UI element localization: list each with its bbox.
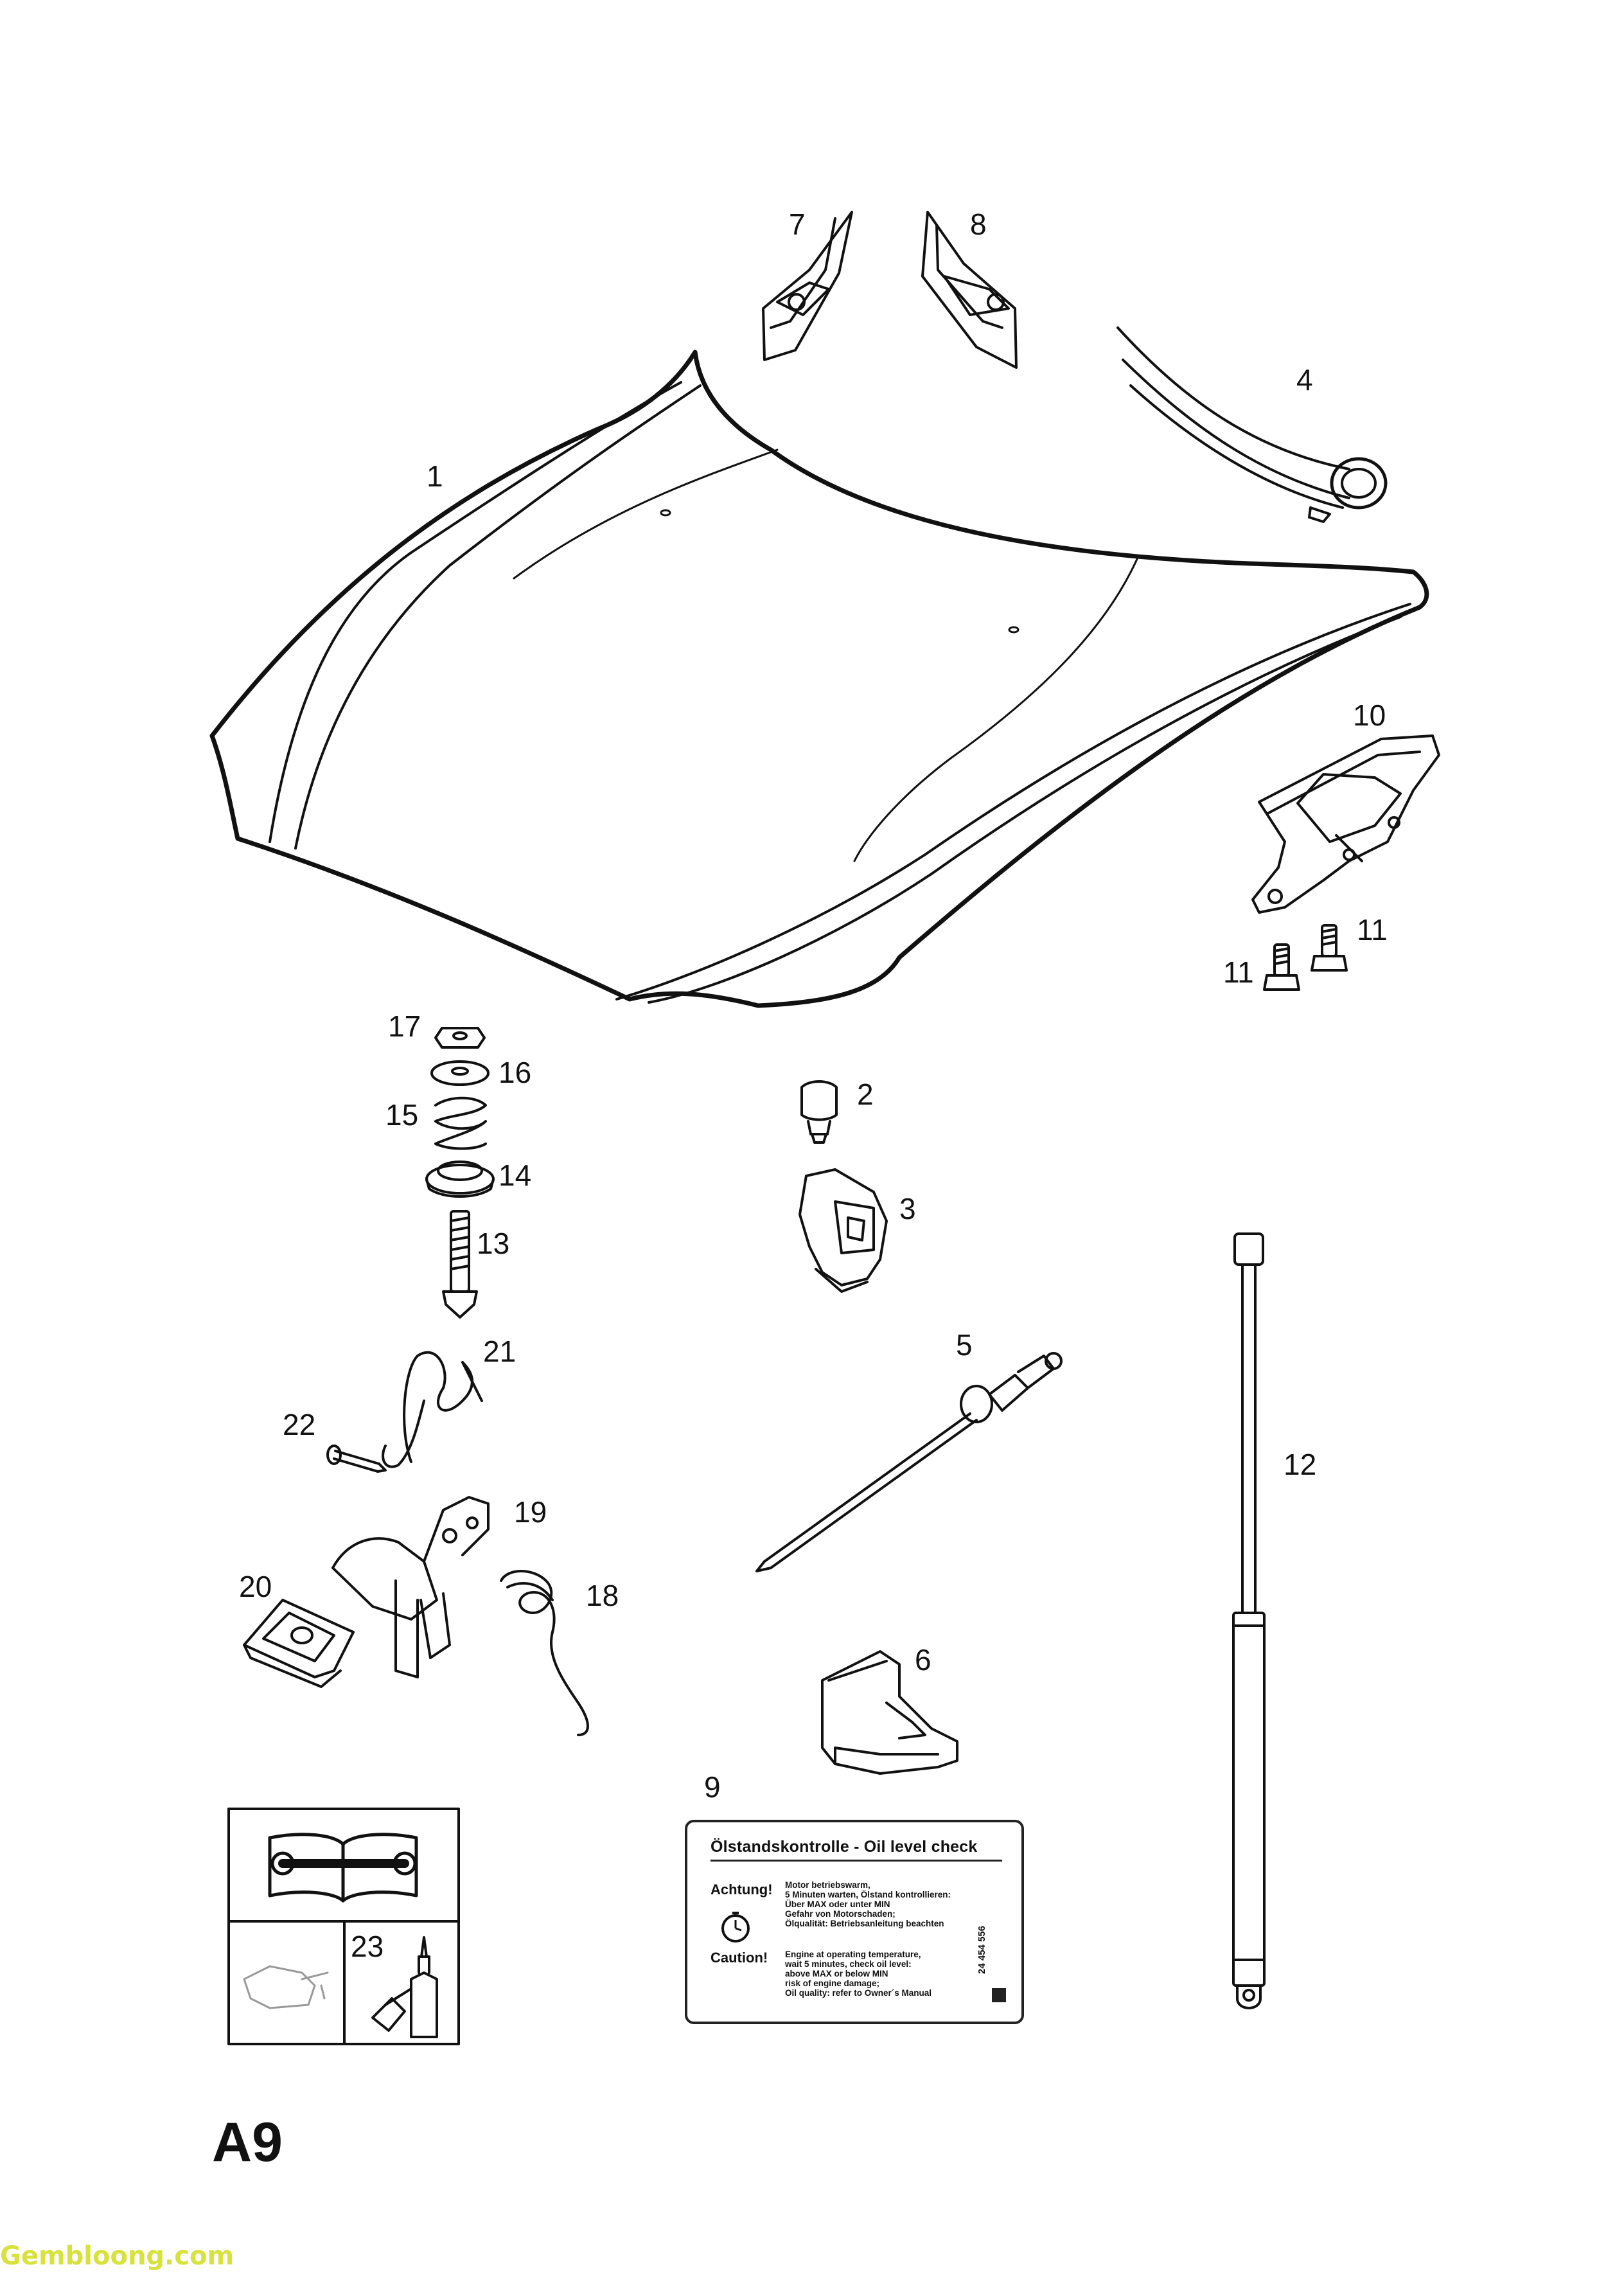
spring xyxy=(434,1096,487,1150)
hood-catch xyxy=(331,1496,490,1678)
washer xyxy=(430,1060,490,1086)
watermark: Gembloong.com xyxy=(0,2241,234,2271)
callout-12: 12 xyxy=(1284,1448,1317,1481)
callout-6: 6 xyxy=(915,1643,931,1676)
oil-label-caution: Caution! xyxy=(710,1950,768,1966)
badge-trim-right xyxy=(921,211,1018,369)
clip-nut xyxy=(243,1599,355,1688)
hood-stop-nut xyxy=(434,1027,486,1049)
oil-label-title: Ölstandskontrolle - Oil level check xyxy=(710,1838,978,1856)
release-spring xyxy=(500,1570,589,1736)
prop-pin xyxy=(755,1352,1063,1572)
callout-15: 15 xyxy=(385,1098,419,1132)
brand-logo-icon xyxy=(992,1988,1006,2002)
oil-label-english-1: Engine at operating temperature, xyxy=(785,1950,921,1959)
callout-20: 20 xyxy=(239,1570,272,1603)
callout-19: 19 xyxy=(514,1495,547,1529)
callout-5: 5 xyxy=(956,1328,973,1362)
callout-18: 18 xyxy=(586,1579,619,1612)
callout-8: 8 xyxy=(970,208,987,241)
page-code: A9 xyxy=(212,2112,283,2173)
oil-label-part-number: 24 454 556 xyxy=(976,1925,987,1974)
oil-label-german-1: Motor betriebswarm, xyxy=(785,1880,870,1890)
callout-11-left: 11 xyxy=(1223,956,1254,989)
oil-label-german-5: Ölqualität: Betriebsanleitung beachten xyxy=(785,1919,944,1928)
oil-can-icon xyxy=(243,1965,329,2009)
callout-17: 17 xyxy=(388,1009,421,1043)
clock-icon xyxy=(721,1912,750,1943)
oil-label-english-4: risk of engine damage; xyxy=(785,1978,880,1988)
callout-10: 10 xyxy=(1353,698,1386,732)
hood-panel xyxy=(209,350,1429,1008)
oil-level-label: Ölstandskontrolle - Oil level check Acht… xyxy=(685,1820,1024,2024)
oil-label-english-2: wait 5 minutes, check oil level: xyxy=(785,1959,912,1969)
oil-label-english-5: Oil quality: refer to Owner´s Manual xyxy=(785,1988,932,1998)
safety-spring xyxy=(382,1351,483,1468)
callout-9: 9 xyxy=(704,1770,721,1804)
callout-22: 22 xyxy=(283,1408,316,1441)
oil-label-english-3: above MAX or below MIN xyxy=(785,1969,888,1978)
callout-13: 13 xyxy=(477,1227,510,1260)
callout-23: 23 xyxy=(351,1930,384,1963)
callout-1: 1 xyxy=(427,459,443,493)
oil-label-warning: Achtung! xyxy=(710,1881,773,1898)
retaining-clip xyxy=(799,1168,888,1293)
callout-4: 4 xyxy=(1296,363,1313,396)
callout-21: 21 xyxy=(483,1335,516,1368)
clamp-bracket xyxy=(821,1650,958,1775)
callout-7: 7 xyxy=(789,208,806,241)
book-wrench-icon xyxy=(268,1833,418,1903)
hood-hinge xyxy=(1251,734,1440,914)
hinge-bolt-b xyxy=(1311,924,1348,972)
rubber-buffer xyxy=(800,1080,838,1144)
spring-seat xyxy=(425,1160,495,1198)
callout-14: 14 xyxy=(499,1159,532,1192)
sealant-bottle-icon xyxy=(371,1936,438,2038)
adjusting-bolt xyxy=(442,1210,478,1319)
hinge-pin xyxy=(326,1445,387,1473)
service-legend-box xyxy=(227,1808,460,2045)
callout-2: 2 xyxy=(857,1078,874,1111)
callout-16: 16 xyxy=(499,1056,532,1089)
oil-label-divider xyxy=(710,1860,1002,1862)
gas-strut xyxy=(1232,1232,1266,2009)
oil-label-german-4: Gefahr von Motorschaden; xyxy=(785,1909,896,1919)
badge-trim-left xyxy=(762,211,853,361)
hinge-bolt-a xyxy=(1263,943,1300,991)
hood-seal xyxy=(1116,326,1388,523)
oil-label-german-2: 5 Minuten warten, Ölstand kontrollieren: xyxy=(785,1890,951,1899)
callout-11-right: 11 xyxy=(1357,913,1388,947)
callout-3: 3 xyxy=(899,1192,916,1225)
oil-label-german-3: Über MAX oder unter MIN xyxy=(785,1899,890,1909)
